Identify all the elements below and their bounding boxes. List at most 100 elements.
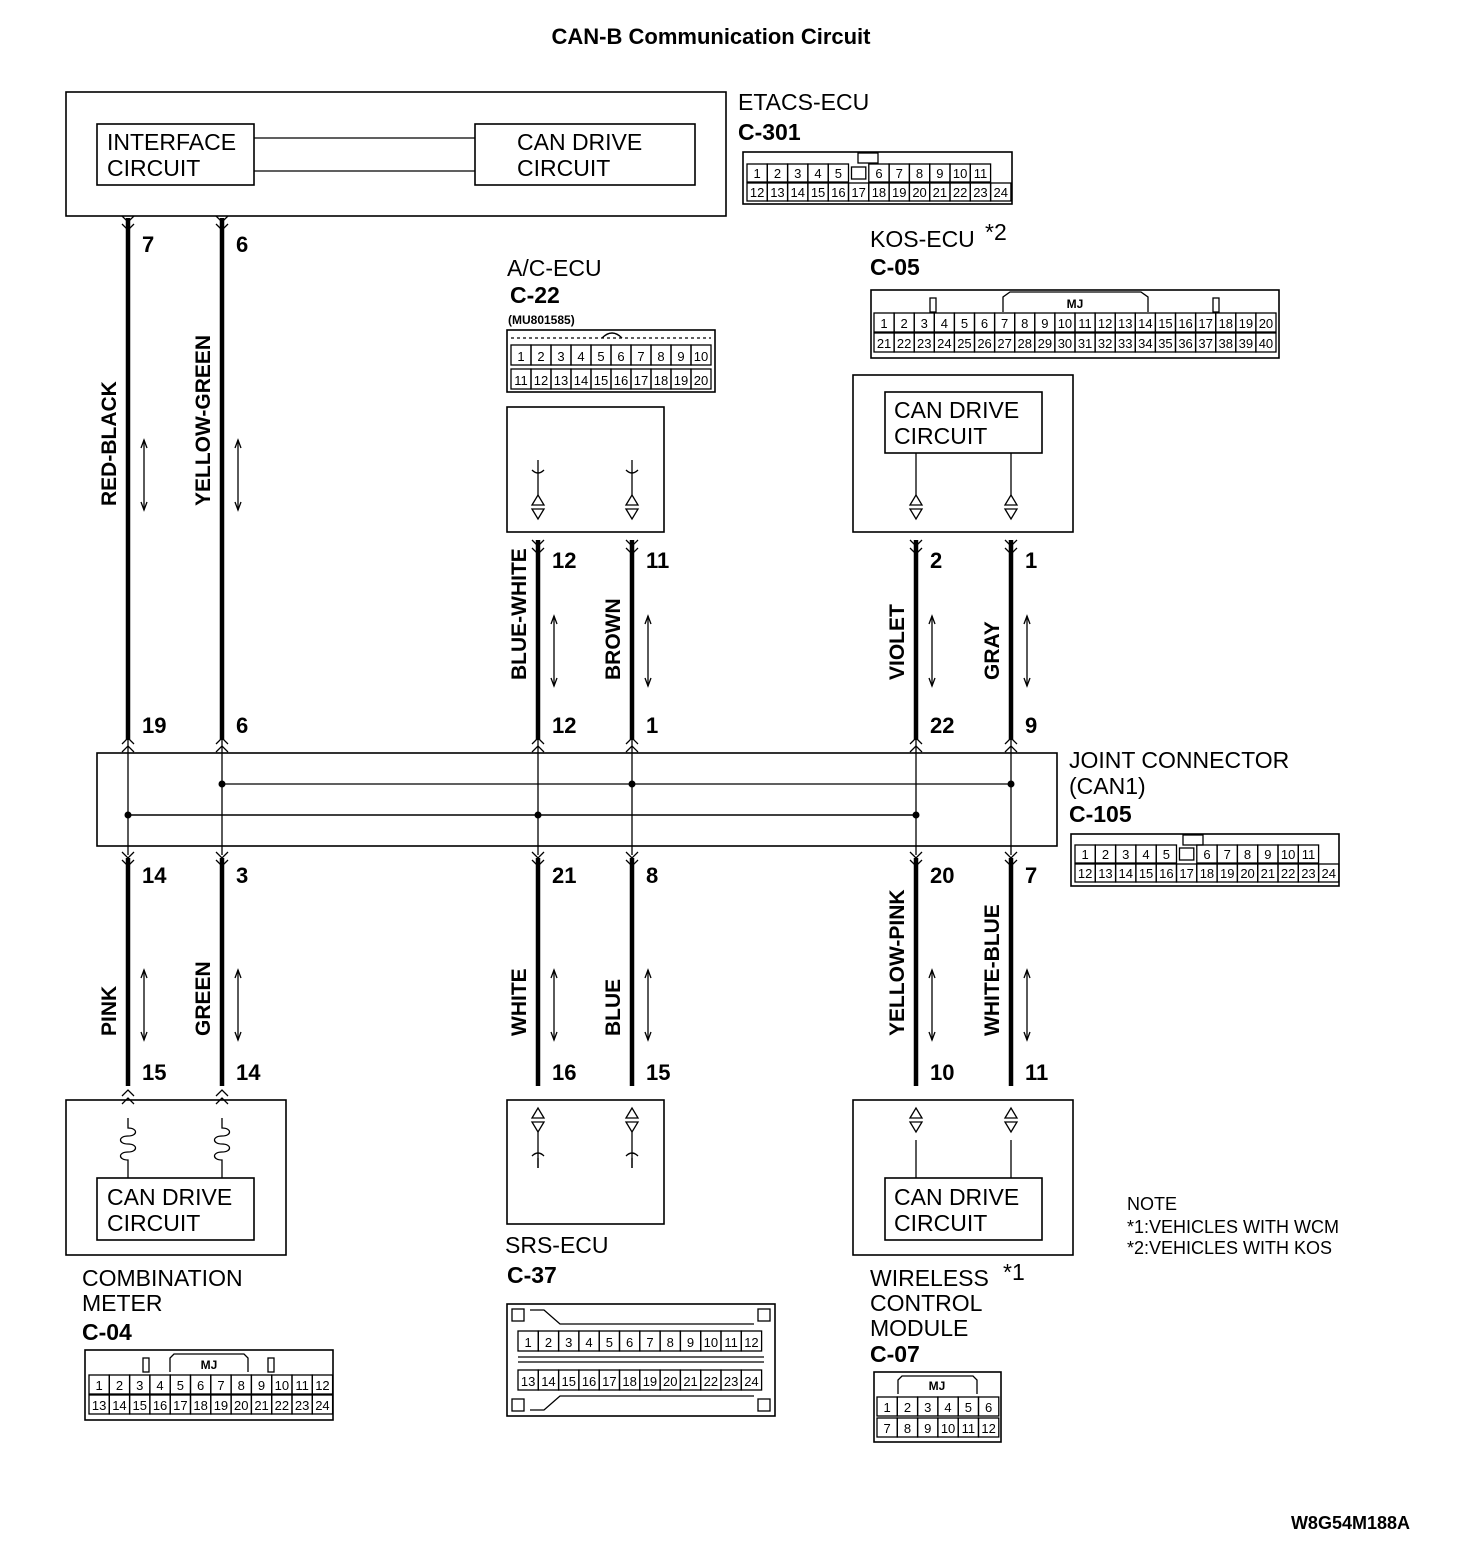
terminal-symbol — [1003, 1106, 1019, 1119]
pin-cell: 6 — [626, 1335, 633, 1350]
wcm-name-1: WIRELESS — [870, 1265, 989, 1291]
pin-cell: 12 — [315, 1378, 329, 1393]
pin-cell: 23 — [917, 336, 931, 351]
pin-cell: 9 — [936, 166, 943, 181]
pin-cell: 16 — [831, 185, 845, 200]
combination-meter: CAN DRIVE CIRCUIT COMBINATION METER C-04… — [65, 1099, 334, 1421]
wire-entry-mark — [1004, 539, 1018, 547]
wcm-name-mark: *1 — [1003, 1259, 1025, 1285]
joint-connector-name-2: (CAN1) — [1069, 773, 1146, 799]
terminal-symbol — [624, 493, 640, 506]
pin-cell: 6 — [981, 316, 988, 331]
figure-code: W8G54M188A — [1291, 1513, 1410, 1533]
pin-cell: 19 — [1220, 866, 1234, 881]
etacs-ecu-name: ETACS-ECU — [738, 89, 869, 115]
pin-cell: 11 — [974, 166, 988, 181]
wire-entry-mark — [121, 737, 135, 745]
pin-cell: 22 — [953, 185, 967, 200]
pin-cell: 6 — [1203, 847, 1210, 862]
note-line-1: *1:VEHICLES WITH WCM — [1127, 1217, 1339, 1237]
pin-cell: 7 — [896, 166, 903, 181]
terminal-symbol — [908, 508, 924, 521]
pin-number: 2 — [930, 548, 942, 573]
pin-cell: 10 — [953, 166, 967, 181]
pin-cell: 17 — [851, 185, 865, 200]
pin-cell: 13 — [1118, 316, 1132, 331]
wire-color-label: GRAY — [981, 621, 1004, 680]
pin-cell: 18 — [872, 185, 886, 200]
ac-ecu-name: A/C-ECU — [507, 255, 602, 281]
terminal-symbol — [1003, 508, 1019, 521]
pin-cell: 2 — [537, 349, 544, 364]
pin-cell: 8 — [916, 166, 923, 181]
wire-entry-mark — [531, 737, 545, 745]
pin-cell: 25 — [957, 336, 971, 351]
joint-connector-id: C-105 — [1069, 801, 1132, 827]
wire-entry-mark — [1004, 547, 1018, 555]
pin-cell: 19 — [674, 373, 688, 388]
pin-cell: 11 — [514, 373, 528, 388]
pin-number: 12 — [552, 713, 576, 738]
pin-cell: 15 — [133, 1398, 147, 1413]
wire-color-label: BROWN — [602, 598, 625, 680]
srs-ecu-name: SRS-ECU — [505, 1232, 609, 1258]
pin-cell: 3 — [1122, 847, 1129, 862]
pin-number: 15 — [142, 1060, 166, 1085]
pin-cell: 4 — [941, 316, 948, 331]
meter-mj-tag: MJ — [201, 1358, 218, 1372]
pin-cell: 39 — [1239, 336, 1253, 351]
pin-cell: 7 — [1224, 847, 1231, 862]
pin-cell: 27 — [997, 336, 1011, 351]
pin-cell: 1 — [517, 349, 524, 364]
pin-cell: 20 — [663, 1374, 677, 1389]
wire-entry-mark — [121, 745, 135, 753]
etacs-ecu: INTERFACE CIRCUIT CAN DRIVE CIRCUIT ETAC… — [65, 89, 869, 217]
pin-cell: 10 — [1058, 316, 1072, 331]
pin-cell: 18 — [622, 1374, 636, 1389]
pin-cell: 24 — [994, 185, 1008, 200]
pin-cell: 19 — [1239, 316, 1253, 331]
wireless-control-module: CAN DRIVE CIRCUIT WIRELESS *1 CONTROL MO… — [852, 1099, 1074, 1443]
pin-cell: 15 — [1158, 316, 1172, 331]
wire-color-label: YELLOW-GREEN — [192, 335, 215, 506]
pin-cell: 10 — [941, 1421, 955, 1436]
pin-cell: 2 — [774, 166, 781, 181]
terminal-symbol — [530, 508, 546, 521]
pin-cell: 1 — [754, 166, 761, 181]
pin-cell: 14 — [791, 185, 805, 200]
pin-cell: 31 — [1078, 336, 1092, 351]
pin-number: 16 — [552, 1060, 576, 1085]
pin-cell: 13 — [521, 1374, 535, 1389]
wcm-can-drive-label-2: CIRCUIT — [894, 1210, 987, 1236]
wire-color-label: GREEN — [192, 961, 215, 1036]
pin-cell: 26 — [977, 336, 991, 351]
pin-cell: 12 — [981, 1421, 995, 1436]
terminal-symbol — [624, 1121, 640, 1134]
wire-entry-mark — [531, 859, 545, 867]
wire-entry-mark — [625, 745, 639, 753]
wire-entry-mark — [531, 745, 545, 753]
meter-can-drive-label-2: CIRCUIT — [107, 1210, 200, 1236]
wire-entry-mark — [625, 737, 639, 745]
pin-number: 22 — [930, 713, 954, 738]
terminal-symbol — [908, 1121, 924, 1134]
wire-color-label: PINK — [98, 986, 121, 1036]
wire-entry-mark — [1004, 737, 1018, 745]
terminal-symbol — [530, 1106, 546, 1119]
pin-number: 3 — [236, 863, 248, 888]
pin-cell: 21 — [683, 1374, 697, 1389]
pin-cell: 18 — [1219, 316, 1233, 331]
wcm-name-3: MODULE — [870, 1315, 968, 1341]
wire-entry-mark — [1004, 745, 1018, 753]
pin-cell: 5 — [961, 316, 968, 331]
pin-number: 15 — [646, 1060, 670, 1085]
kos-can-drive-label-2: CIRCUIT — [894, 423, 987, 449]
pin-cell: 6 — [617, 349, 624, 364]
pin-cell: 7 — [637, 349, 644, 364]
pin-cell: 22 — [275, 1398, 289, 1413]
pin-cell: 5 — [835, 166, 842, 181]
pin-cell: 3 — [557, 349, 564, 364]
pin-cell: 9 — [1041, 316, 1048, 331]
pin-cell: 35 — [1158, 336, 1172, 351]
